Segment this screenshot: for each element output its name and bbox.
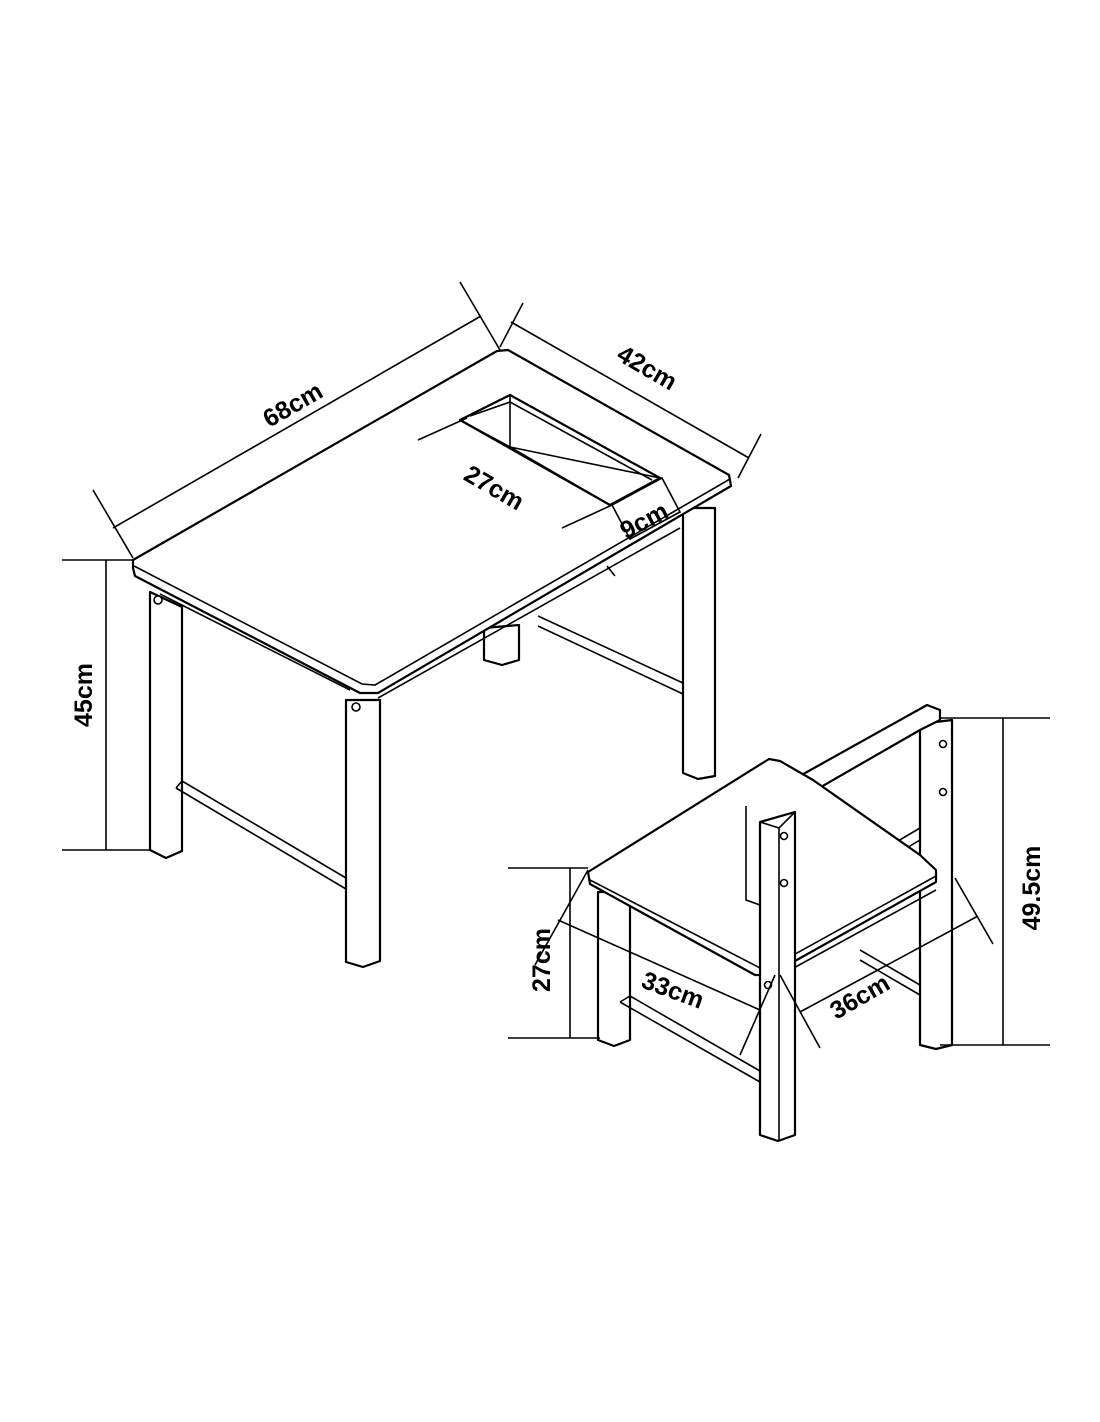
table-leg-front-right (344, 698, 382, 969)
table-top-edge (133, 478, 731, 686)
table-apron (159, 513, 681, 699)
chair-leg-front-right (758, 810, 797, 1143)
table-side-stretcher (537, 615, 684, 695)
chair-bolt-hole (938, 787, 948, 797)
table-peg (351, 702, 361, 712)
chair-dimension-lines (508, 717, 1050, 1056)
chair-seat-height-label: 27cm (528, 928, 556, 992)
chair-bolt-hole (779, 831, 789, 841)
chair-bolt-hole (779, 878, 789, 888)
table-width-label: 42cm (612, 340, 681, 396)
chair-seat-width-label: 36cm (825, 969, 894, 1025)
table-tray (458, 393, 662, 507)
table-leg-back-left (482, 623, 521, 667)
table-leg-back-right (681, 506, 717, 781)
chair-bolt-hole (938, 739, 948, 749)
table-dimension-lines (62, 281, 762, 851)
table-leg-front-left (148, 590, 184, 860)
table-front-stretcher (175, 780, 347, 890)
chair-leg-back-left (596, 890, 632, 1048)
table-drawing (131, 348, 733, 969)
table-height-label: 45cm (70, 663, 98, 727)
table-peg (153, 595, 163, 605)
chair-leg-back-right (918, 718, 954, 1051)
chair-total-height-label: 49.5cm (1018, 846, 1046, 931)
chair-front-stretcher (619, 995, 761, 1083)
chair-drawing (586, 703, 954, 1143)
